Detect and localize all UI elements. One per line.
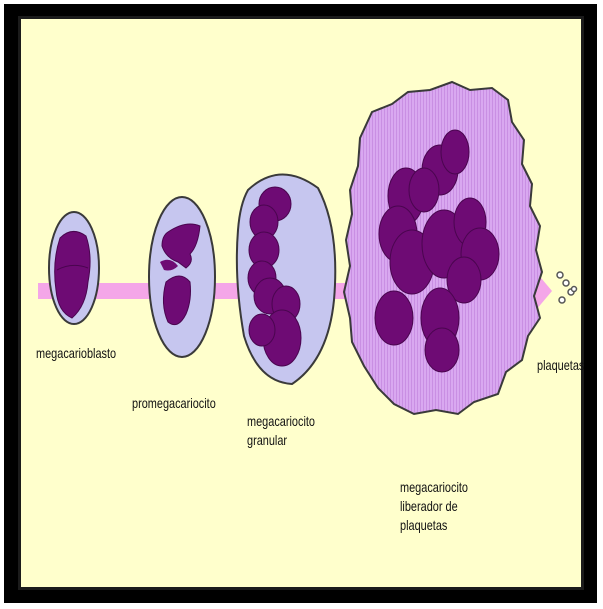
platelet-releasing-megakaryocyte-cell [344,82,542,414]
granular-megakaryocyte-cell [237,174,335,384]
label-megakaryoblast: megacarioblasto [36,344,116,363]
label-platelets: plaquetas [537,356,584,375]
label-granular-megakaryocyte: megacariocito granular [247,412,315,450]
label-promegakaryocyte: promegacariocito [132,394,216,413]
promegakaryocyte-cell [149,197,215,357]
megakaryoblast-cell [49,212,99,324]
label-platelet-releasing-megakaryocyte: megacariocito liberador de plaquetas [400,478,468,535]
platelets [557,272,577,303]
